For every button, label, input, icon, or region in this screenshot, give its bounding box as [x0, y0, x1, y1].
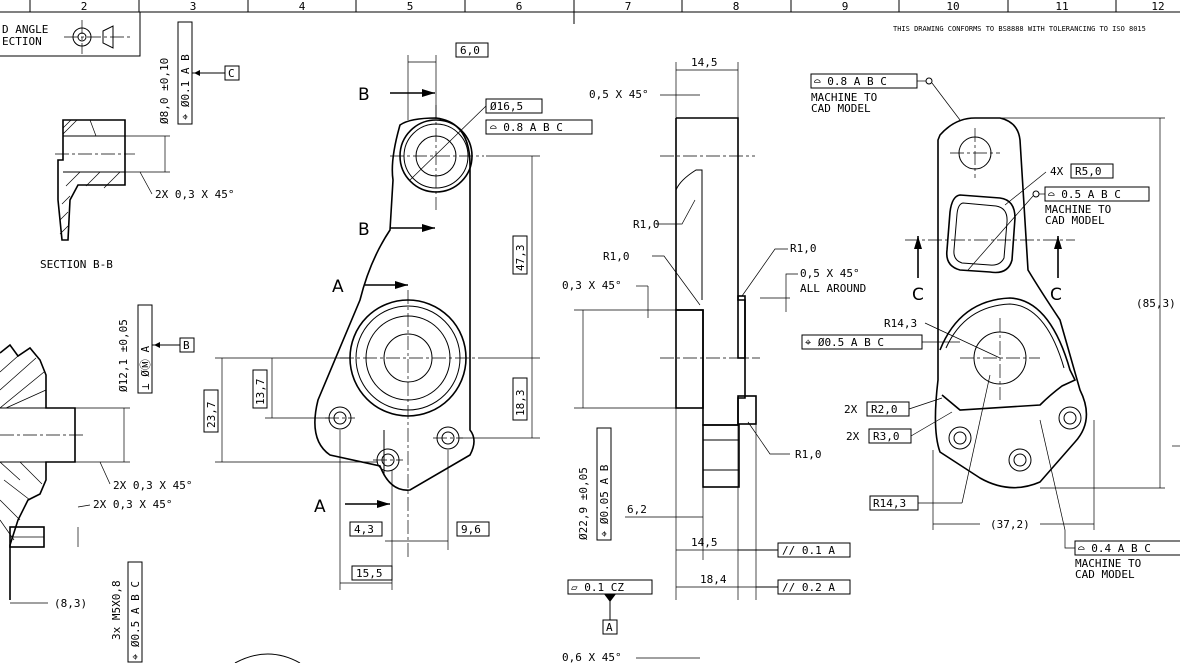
pos-005-fcf: ⌖ Ø0.05 A B [598, 464, 611, 537]
r1-0-b: R1,0 [603, 250, 630, 263]
dim-8-3: (8,3) [54, 597, 87, 610]
dim-6-0: 6,0 [460, 44, 480, 57]
cad-note-2: CAD MODEL [1045, 214, 1105, 227]
section-c-right: C [1050, 285, 1062, 305]
pos-m5-fcf: ⌖ Ø0.5 A B C [129, 581, 142, 660]
dim-15-5: 15,5 [356, 567, 383, 580]
front-view-lever: B B A A 6,0 Ø16,5 ⌓ 0.8 A B C 47,3 18,3 [203, 42, 593, 590]
chamfer-2x-b: 2X 0,3 X 45° [113, 479, 192, 492]
cad-note-1: CAD MODEL [811, 102, 871, 115]
parallel-02-fcf: // 0.2 A [782, 581, 835, 594]
position-05-fcf: ⌖ Ø0.5 A B C [805, 336, 884, 349]
datum-a: A [606, 621, 613, 634]
dim-18-4: 18,4 [700, 573, 727, 586]
chamfer-2x-c: 2X 0,3 X 45° [93, 498, 172, 511]
phi22-9-dim: Ø22,9 ±0,05 [577, 467, 590, 540]
dim-r3-0: R3,0 [873, 430, 900, 443]
section-a-bot: A [314, 497, 326, 517]
phi8-callout: Ø8,0 ±0,10 ⌖ Ø0.1 A B C 2X 0,3 X 45° [125, 21, 240, 201]
dim-13-7: 13,7 [254, 379, 267, 406]
zone-label-11: 11 [1055, 0, 1068, 13]
cad-note-3: CAD MODEL [1075, 568, 1135, 581]
zone-label-3: 3 [190, 0, 197, 13]
dim-14-5-top: 14,5 [691, 56, 718, 69]
right-view: C C ⌓ 0.8 A B C MACHINE TO CAD MODEL 4X … [801, 73, 1180, 581]
section-b-b-view: SECTION B-B [40, 119, 135, 271]
dim-47-3: 47,3 [514, 245, 527, 272]
chamfer-all-around: 0,5 X 45° [800, 267, 860, 280]
projection-symbol: D ANGLE ECTION [0, 12, 141, 57]
dim-6-2: 6,2 [627, 503, 647, 516]
all-around-note: ALL AROUND [800, 282, 866, 295]
left-lower-section: Ø12,1 ±0,05 ⊥ ØⓂ A B 2X 0,3 X 45° 2X 0,3… [0, 304, 301, 663]
zone-label-4: 4 [299, 0, 306, 13]
chamfer-05x45: 0,5 X 45° [589, 88, 649, 101]
section-b-bot: B [358, 220, 370, 240]
qty-2x-b: 2X [846, 430, 860, 443]
zone-label-2: 2 [81, 0, 88, 13]
profile-04-fcf: ⌓ 0.4 A B C [1078, 542, 1151, 555]
projection-text-1: D ANGLE [2, 23, 48, 36]
machine-note-1: MACHINE TO [811, 91, 877, 104]
dim-phi16-5: Ø16,5 [490, 100, 523, 113]
dim-9-6: 9,6 [461, 523, 481, 536]
r1-0-a: R1,0 [633, 218, 660, 231]
phi8-dim: Ø8,0 ±0,10 [158, 58, 171, 124]
dim-37-2: (37,2) [990, 518, 1030, 531]
zone-label-5: 5 [407, 0, 414, 13]
flatness-fcf: ▱ 0.1 CZ [571, 581, 624, 594]
qty-4x: 4X [1050, 165, 1064, 178]
profile-05-fcf: ⌓ 0.5 A B C [1048, 188, 1121, 201]
m5-thread: 3x M5X0,8 [110, 580, 123, 640]
pos-01-fcf: ⌖ Ø0.1 A B [179, 54, 192, 120]
dim-85-3: (85,3) [1136, 297, 1176, 310]
datum-b: B [183, 339, 190, 352]
r1-0-d: R1,0 [795, 448, 822, 461]
section-a-top: A [332, 277, 344, 297]
dim-r14-3-b: R14,3 [873, 497, 906, 510]
projection-text-2: ECTION [2, 35, 42, 48]
zone-label-12: 12 [1151, 0, 1164, 13]
dim-r2-0: R2,0 [871, 403, 898, 416]
datum-c: C [228, 67, 235, 80]
section-bb-label: SECTION B-B [40, 258, 113, 271]
dim-r5-0: R5,0 [1075, 165, 1102, 178]
zone-label-6: 6 [516, 0, 523, 13]
qty-2x-a: 2X [844, 403, 858, 416]
chamfer-2x-a: 2X 0,3 X 45° [155, 188, 234, 201]
zone-ruler: 2 3 4 5 6 7 8 9 10 11 12 [0, 0, 1180, 24]
section-c-left: C [912, 285, 924, 305]
chamfer-06x45: 0,6 X 45° [562, 651, 622, 663]
dim-4-3: 4,3 [354, 523, 374, 536]
section-b-top: B [358, 85, 370, 105]
profile-08-fcf-front: ⌓ 0.8 A B C [490, 121, 563, 134]
side-view: 14,5 0,5 X 45° R1,0 R1,0 R1,0 R1,0 0,3 X… [562, 56, 866, 663]
zone-label-7: 7 [625, 0, 632, 13]
phi12-dim: Ø12,1 ±0,05 [117, 319, 130, 392]
machine-note-3: MACHINE TO [1075, 557, 1141, 570]
parallel-01-fcf: // 0.1 A [782, 544, 835, 557]
machine-note-2: MACHINE TO [1045, 203, 1111, 216]
dim-23-7: 23,7 [205, 402, 218, 429]
profile-08-fcf-right: ⌓ 0.8 A B C [814, 75, 887, 88]
zone-label-10: 10 [946, 0, 959, 13]
chamfer-03x45: 0,3 X 45° [562, 279, 622, 292]
r1-0-c: R1,0 [790, 242, 817, 255]
zone-label-9: 9 [842, 0, 849, 13]
dim-18-3: 18,3 [514, 390, 527, 417]
dim-r14-3-a: R14,3 [884, 317, 917, 330]
perp-fcf: ⊥ ØⓂ A [139, 346, 152, 390]
conformance-note: THIS DRAWING CONFORMS TO BS8888 WITH TOL… [893, 25, 1146, 33]
zone-label-8: 8 [733, 0, 740, 13]
dim-14-5-bot: 14,5 [691, 536, 718, 549]
